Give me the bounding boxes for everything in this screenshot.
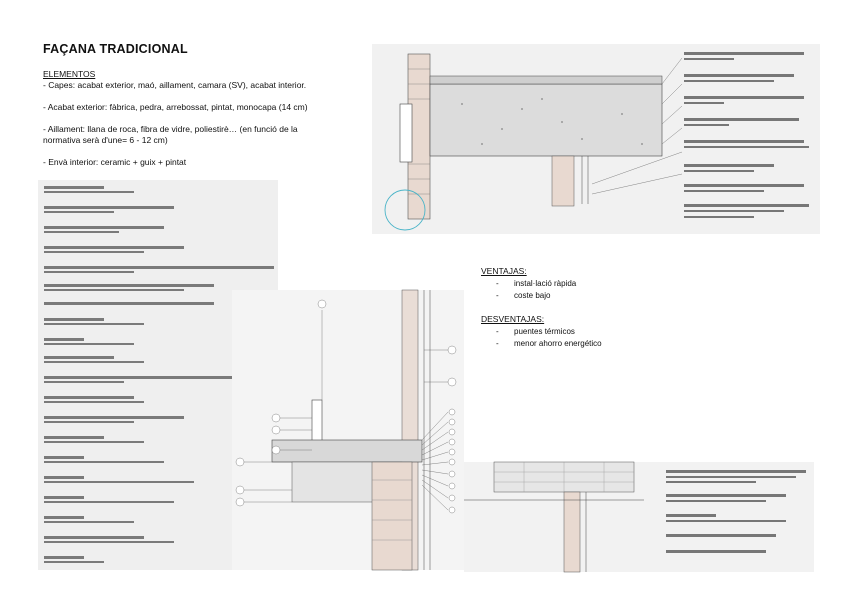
detail-image-bottom [464, 461, 814, 573]
elements-heading: ELEMENTOS [43, 69, 96, 79]
window-detail-drawing [235, 289, 457, 571]
legend-lines [44, 186, 274, 563]
elements-line-aillament: - Aillament: llana de roca, fibra de vid… [43, 124, 298, 145]
foundation-detail-drawing [464, 461, 806, 573]
section-drawing [384, 52, 809, 231]
detail-image-middle [232, 289, 464, 571]
desventajas-heading: DESVENTAJAS: [481, 314, 545, 324]
detail-image-top [372, 44, 820, 234]
ventajas-item: -instal·lació ràpida [496, 279, 577, 288]
page-title: FAÇANA TRADICIONAL [43, 42, 188, 56]
desventajas-item: -menor ahorro energético [496, 339, 602, 348]
elements-line-enva: - Envà interior: ceramic + guix + pintat [43, 157, 187, 167]
ventajas-heading: VENTAJAS: [481, 266, 527, 276]
ventajas-item: -coste bajo [496, 291, 551, 300]
elements-line-acabat: - Acabat exterior: fàbrica, pedra, arreb… [43, 102, 308, 112]
elements-line-capes: - Capes: acabat exterior, maó, aillament… [43, 80, 307, 90]
desventajas-item: -puentes térmicos [496, 327, 575, 336]
